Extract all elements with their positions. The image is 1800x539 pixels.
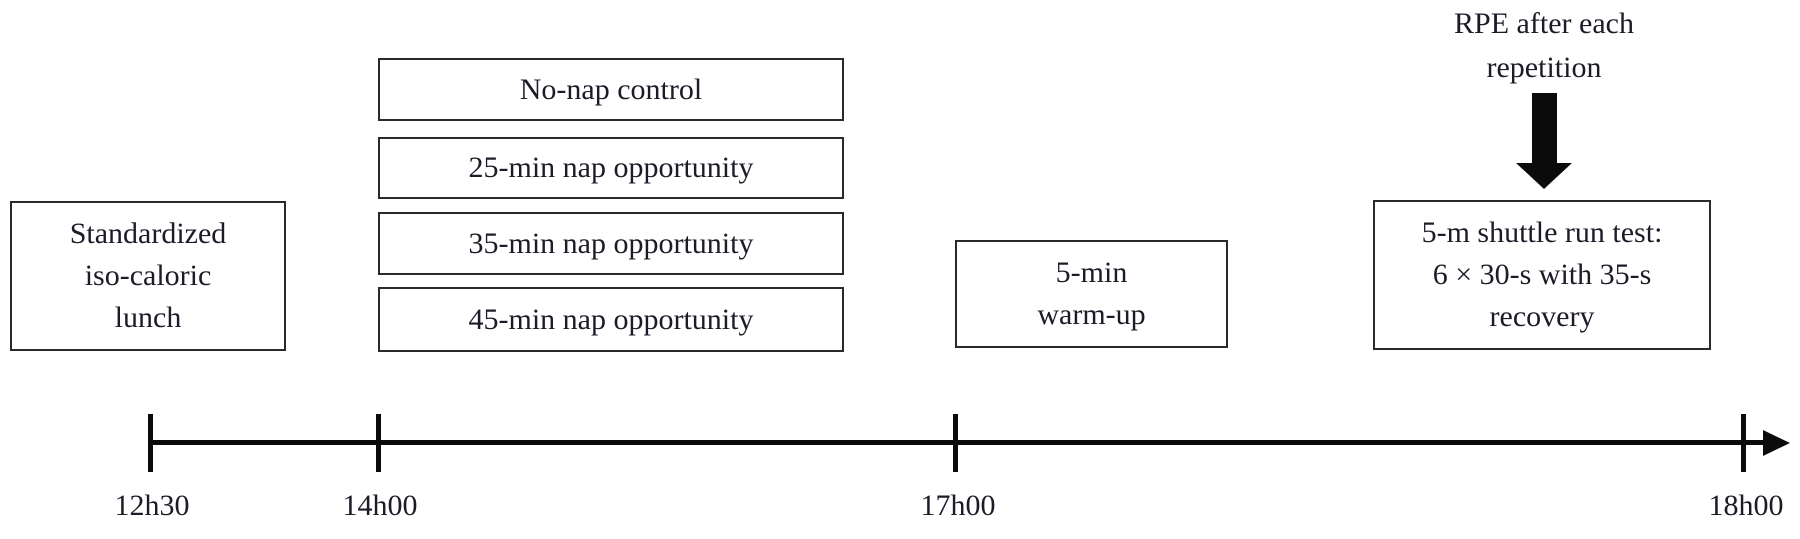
rpe-annotation-text: RPE after each repetition — [1454, 2, 1634, 90]
nap-box-label: 25-min nap opportunity — [468, 151, 754, 184]
shuttle-box-line: 6 × 30-s with 35-s — [1432, 258, 1652, 291]
timeline-tick-label: 17h00 — [920, 489, 996, 522]
nap-box-45-min: 45-min nap opportunity — [378, 287, 844, 352]
shuttle-box-line: recovery — [1489, 300, 1595, 333]
rpe-annotation: RPE after each repetition — [1374, 2, 1714, 189]
lunch-box: Standardized iso-caloric lunch — [10, 201, 286, 351]
timeline-tick-label: 18h00 — [1708, 489, 1784, 522]
timeline-tick-12h30 — [148, 414, 153, 472]
rpe-annotation-line: RPE after each — [1454, 7, 1634, 40]
timeline-tick-14h00 — [376, 414, 381, 472]
nap-box-25-min: 25-min nap opportunity — [378, 137, 844, 199]
nap-box-label: 45-min nap opportunity — [468, 302, 754, 336]
shuttle-run-test-box: 5-m shuttle run test: 6 × 30-s with 35-s… — [1373, 200, 1711, 350]
timeline-tick-18h00 — [1741, 414, 1746, 472]
nap-box-no-nap-control: No-nap control — [378, 58, 844, 121]
down-arrow-icon — [1516, 93, 1572, 189]
warmup-box: 5-min warm-up — [955, 240, 1228, 348]
shuttle-box-line: 5-m shuttle run test: — [1421, 216, 1663, 249]
nap-box-label: 35-min nap opportunity — [468, 226, 754, 260]
nap-box-label: No-nap control — [519, 72, 703, 106]
timeline-tick-17h00 — [953, 414, 958, 472]
down-arrow-shaft — [1531, 93, 1557, 163]
timeline-tick-label: 14h00 — [342, 489, 418, 522]
timeline-tick-label: 12h30 — [114, 489, 190, 522]
lunch-box-line: Standardized — [69, 217, 227, 250]
rpe-annotation-line: repetition — [1486, 51, 1602, 84]
timeline-axis — [150, 440, 1768, 445]
lunch-box-line: iso-caloric — [84, 259, 212, 292]
down-arrow-head — [1516, 163, 1572, 189]
lunch-box-line: lunch — [114, 301, 182, 334]
nap-box-35-min: 35-min nap opportunity — [378, 212, 844, 275]
right-arrowhead-icon — [1763, 430, 1790, 456]
warmup-box-line: 5-min — [1055, 256, 1128, 289]
warmup-box-line: warm-up — [1037, 298, 1146, 331]
